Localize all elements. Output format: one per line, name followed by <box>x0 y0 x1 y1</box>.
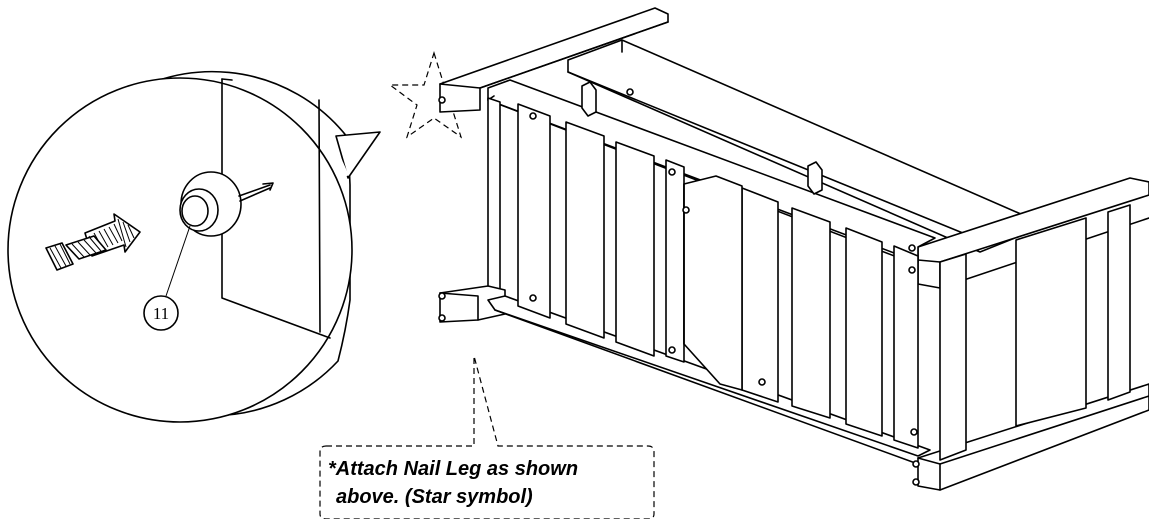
part-number-circle <box>143 295 179 331</box>
part-leader-line <box>165 225 191 297</box>
bracket-2 <box>807 161 823 195</box>
screws <box>438 88 920 486</box>
leg-panel <box>221 78 331 339</box>
note-line-1: *Attach Nail Leg as shown <box>328 458 578 480</box>
front-slats <box>517 103 1131 461</box>
detail-circle-outline <box>7 77 353 423</box>
bench-assembly <box>438 7 1149 491</box>
left-post <box>487 97 501 291</box>
note-callout: *Attach Nail Leg as shown above. (Star s… <box>319 355 655 519</box>
note-line-2: above. (Star symbol) <box>336 486 533 508</box>
callout-pointer <box>335 131 381 179</box>
tilted-board <box>683 175 743 391</box>
nail-leg-part <box>179 171 274 237</box>
detail-callout: 11 <box>7 70 381 423</box>
bracket-1 <box>581 81 597 117</box>
part-number-label: 11 <box>153 304 169 323</box>
direction-arrow <box>45 213 141 271</box>
